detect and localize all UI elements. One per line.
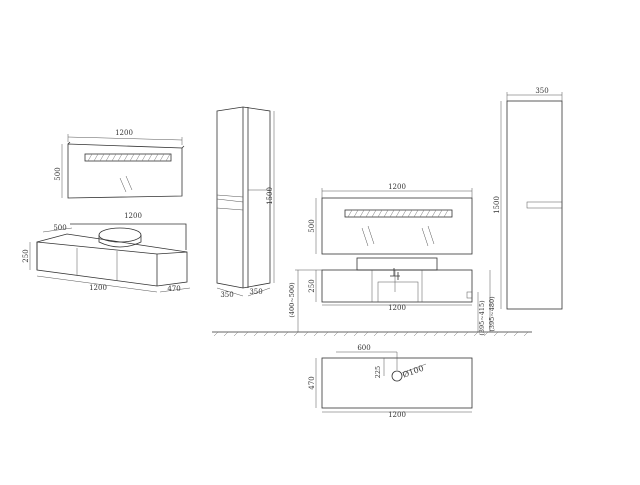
perspective-tall-unit: 1500 350 350 [216,106,275,299]
tall-unit-width-label: 350 [249,288,262,296]
cabinet-height-label: 250 [22,249,30,262]
plan-view: 600 225 Ø100 470 1200 [308,344,473,419]
front-mirror-height-label: 500 [308,219,316,232]
front-mirror-width-label: 1200 [388,183,406,191]
side-tall-unit: 350 1500 [493,87,563,310]
front-mount-range-right-lower: (395~480) [488,296,496,332]
cabinet-top-depth-label: 500 [53,224,66,232]
mirror-width-label: 1200 [115,129,133,137]
front-cabinet-height-label: 250 [308,279,316,292]
perspective-cabinet: 500 1200 250 1200 470 [22,212,191,293]
tall-unit-height-label: 1500 [266,187,274,205]
side-unit-height-label: 1500 [493,196,501,214]
perspective-mirror: 1200 500 [54,129,185,199]
cabinet-top-width-label: 1200 [124,212,142,220]
plan-width-label: 1200 [388,411,406,419]
plan-hole-diameter-label: Ø100 [401,364,425,380]
plan-offset-label: 600 [357,344,370,352]
side-unit-width-label: 350 [535,87,548,95]
cabinet-depth-label: 470 [167,285,180,293]
front-cabinet-width-label: 1200 [388,304,406,312]
cabinet-front-width-label: 1200 [89,284,107,292]
mirror-height-label: 500 [54,167,62,180]
floor-line [212,331,532,337]
tall-unit-depth-label: 350 [220,291,233,299]
plan-depth-label: 470 [308,376,316,389]
front-mount-range-left: (400~500) [288,282,296,318]
front-mount-range-right-upper: (395~415) [478,300,486,336]
plan-small-dim-label: 225 [374,366,382,378]
front-elevation: 1200 500 250 1200 (400~500) (395~415) (3… [288,183,496,336]
